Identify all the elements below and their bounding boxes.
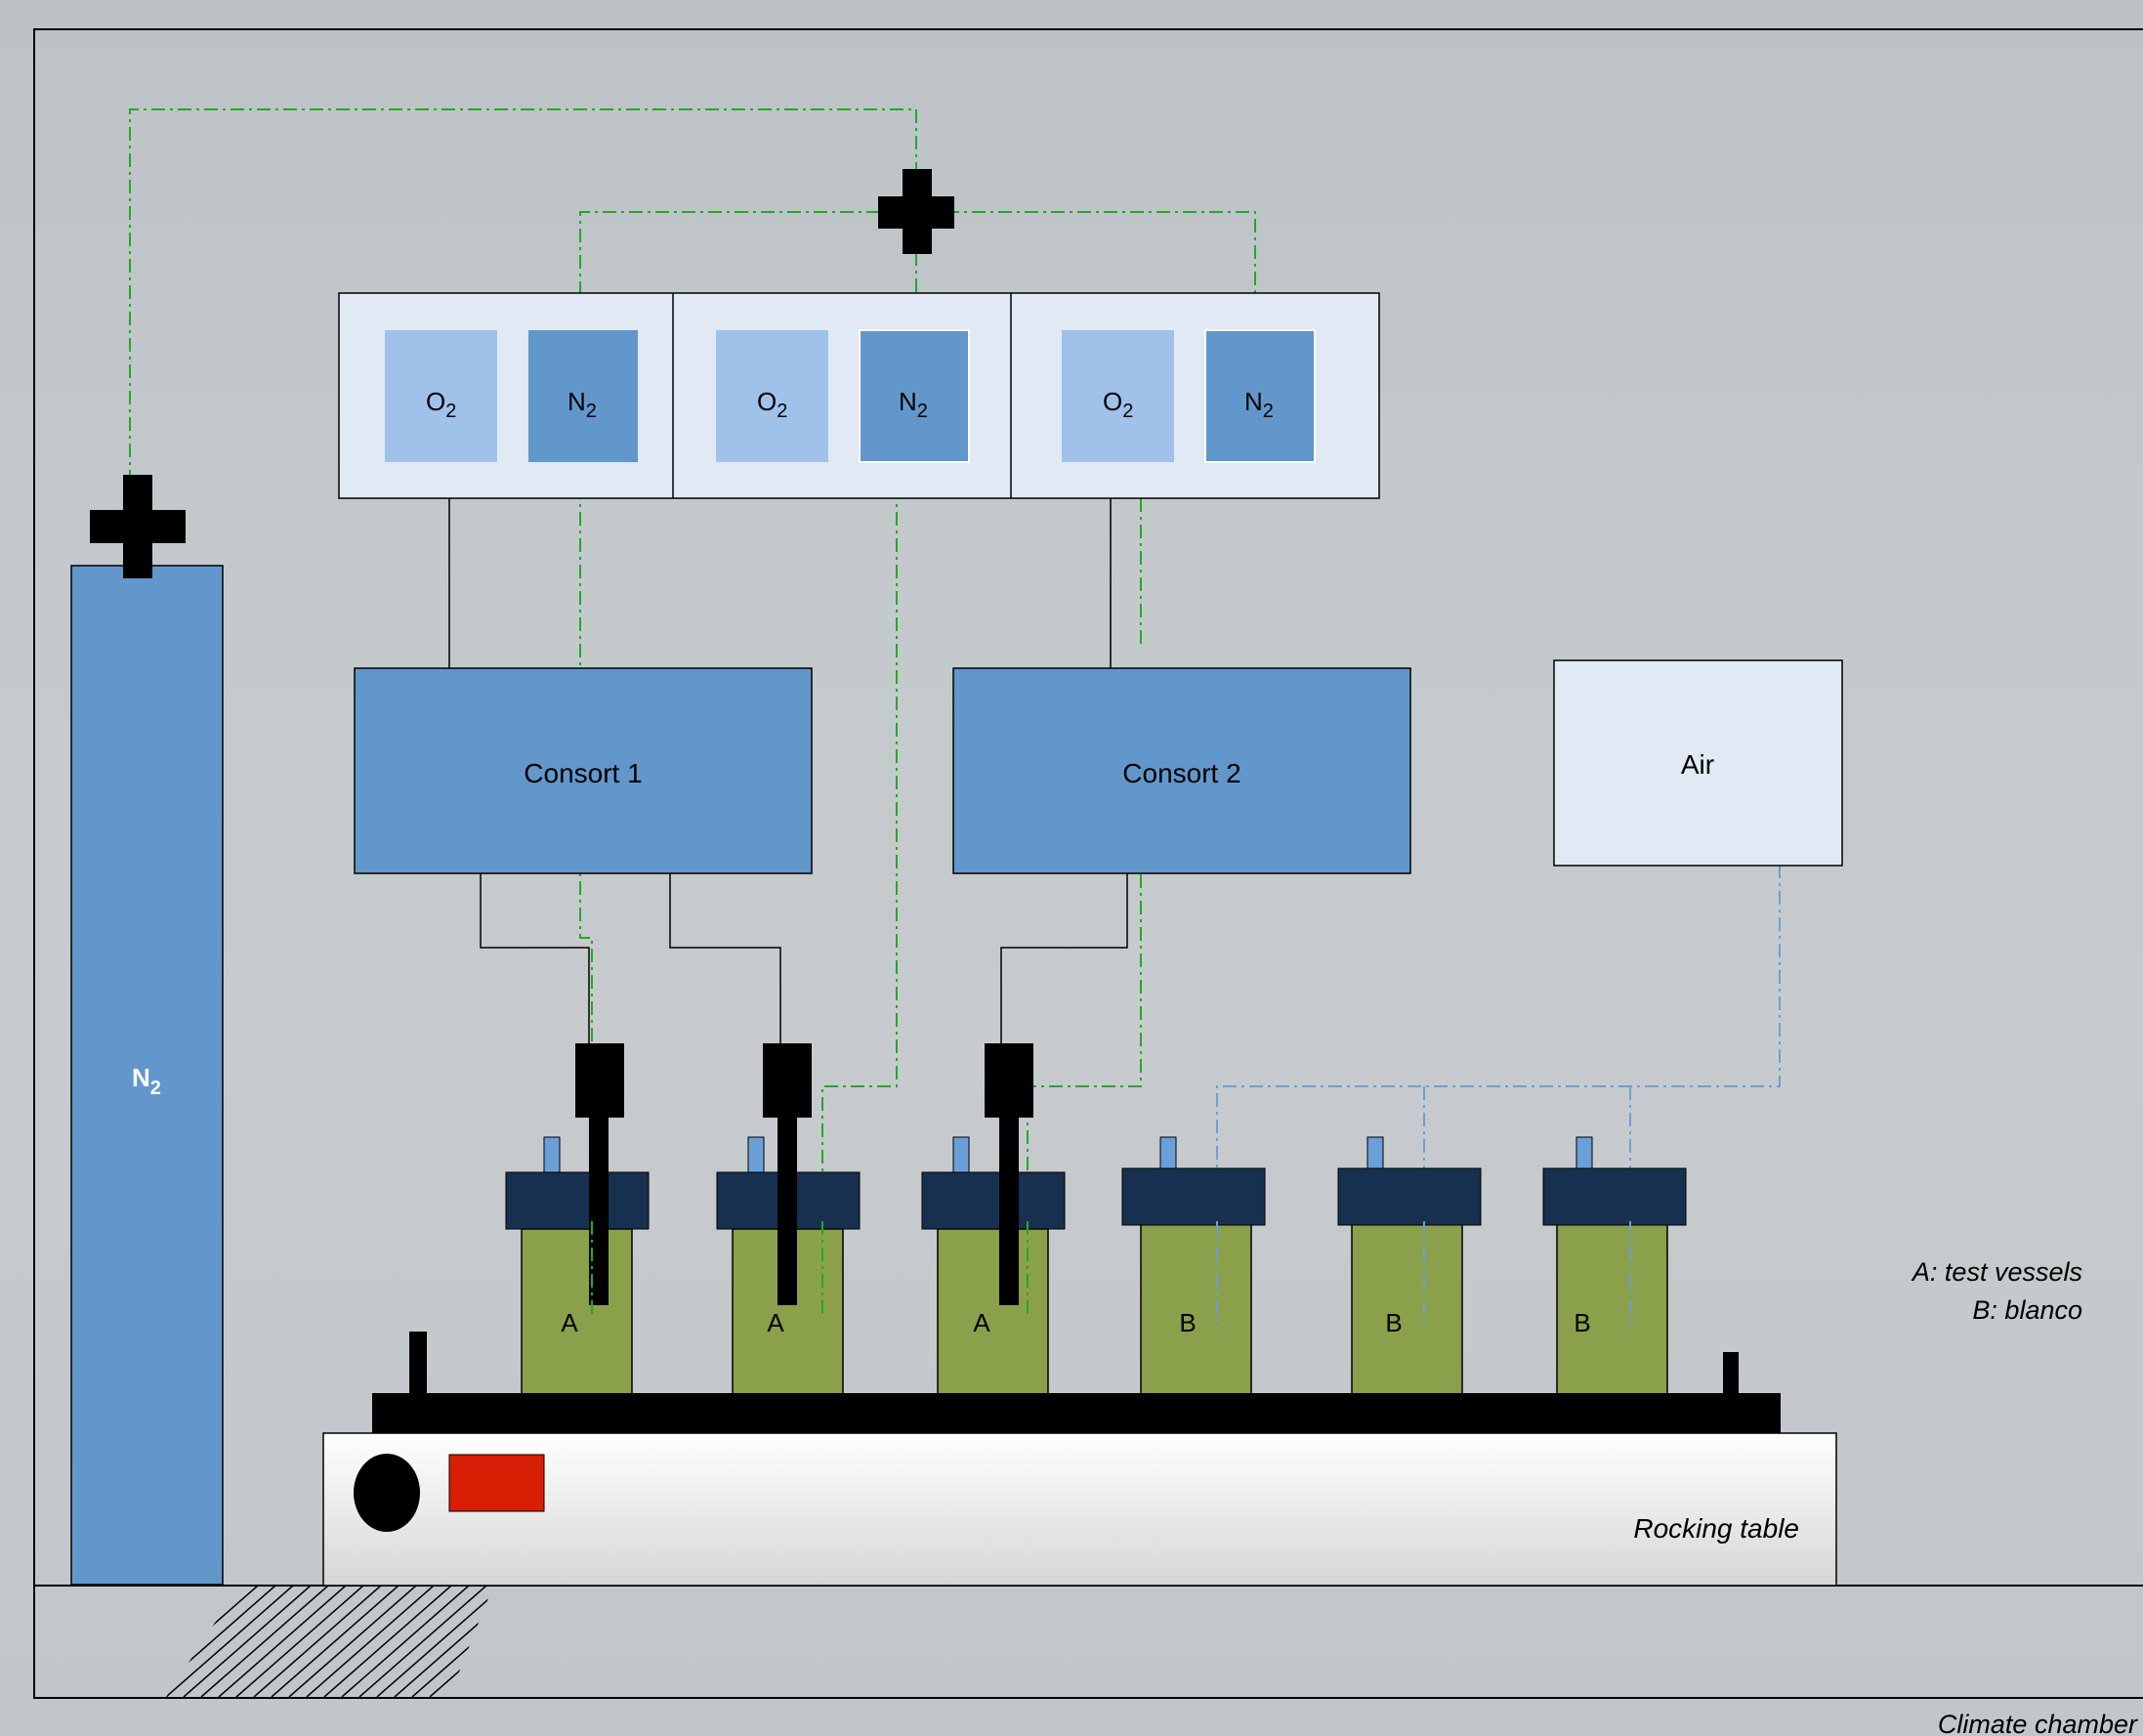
hatched-base [166,1586,493,1697]
probe-cables [480,873,1128,1045]
o2-sensor-3-label: O2 [1103,387,1133,422]
junction-valve-icon [878,169,954,254]
consort-2-box [952,667,1411,874]
sensor-panel: O2 N2 O2 N2 O2 N2 [338,292,1380,499]
panel-consort-cables [448,498,1112,669]
consort-1-box [354,667,813,874]
vessel-4-label: B [1179,1308,1196,1337]
o2-sensor-2 [716,330,828,462]
vessel-2: A [716,1043,861,1396]
cylinder-valve-icon [90,475,186,578]
vessel-1: A [505,1043,650,1396]
rocking-platform [372,1393,1781,1434]
o2-sensor-1 [385,330,497,462]
legend-line-2: B: blanco [1972,1295,2082,1325]
n2-sensor-1-label: N2 [567,387,597,422]
vessel-6-label: B [1574,1308,1590,1337]
n2-sensor-3-label: N2 [1244,387,1274,422]
o2-sensor-1-label: O2 [426,387,456,422]
cylinder-label: N2 [132,1063,161,1099]
vessel-5: B [1337,1136,1482,1396]
rocking-table-base [322,1432,1837,1587]
vessel-4: B [1121,1136,1266,1396]
air-label: Air [1681,749,1714,780]
n2-sensor-3 [1204,329,1316,463]
vessel-6: B [1542,1136,1687,1396]
probe-3 [985,1043,1033,1118]
platform-post-left [409,1332,427,1394]
rocking-table-label: Rocking table [1633,1513,1799,1544]
climate-chamber-label: Climate chamber [1938,1710,2138,1736]
n2-sensor-2-label: N2 [899,387,928,422]
air-box [1553,659,1843,867]
n2-sensor-1 [528,330,638,462]
n2-cylinder [70,565,224,1586]
air-lines [1216,865,1781,1329]
vessel-gas-tubes [591,1221,1631,1329]
consort-2-label: Consort 2 [1122,758,1240,788]
vessel-1-label: A [561,1308,578,1337]
vessel-3: A [921,1043,1066,1396]
probe-2 [763,1043,812,1118]
vessel-3-label: A [973,1308,990,1337]
vessel-2-label: A [767,1308,784,1337]
table-power-button[interactable] [448,1454,545,1512]
table-knob-icon[interactable] [354,1454,420,1532]
vessel-5-label: B [1385,1308,1402,1337]
o2-sensor-2-label: O2 [757,387,787,422]
legend-line-1: A: test vessels [1911,1257,2082,1287]
probe-1 [575,1043,624,1118]
platform-post-right [1723,1352,1739,1395]
consort-1-label: Consort 1 [524,758,642,788]
climate-chamber-frame [33,28,2143,1699]
n2-sensor-2 [859,329,970,463]
o2-sensor-3 [1062,330,1174,462]
